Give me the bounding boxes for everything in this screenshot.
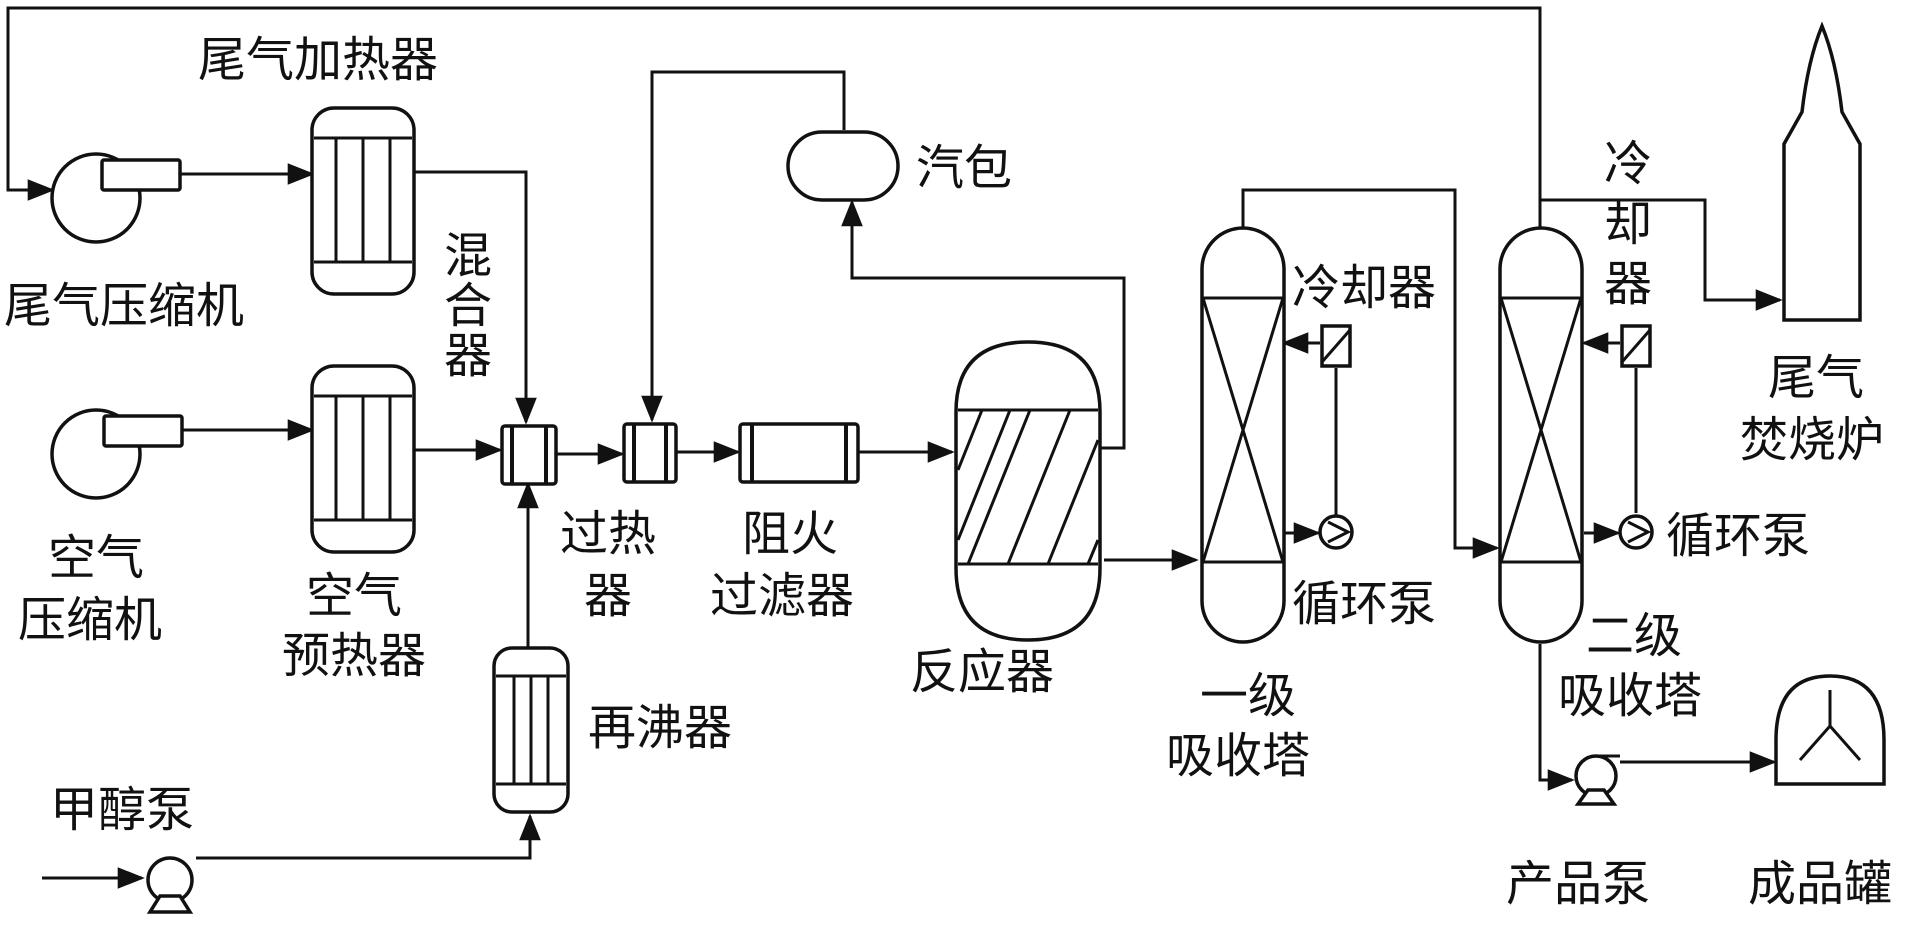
superheater-label-line-2: 器 [584,568,632,624]
cooler-2-label-char-1: 冷 [1604,136,1652,192]
product-pump-label: 产品泵 [1506,856,1650,912]
flame-filter-label-line-2: 过滤器 [710,568,854,624]
air-compressor [50,408,184,500]
product-tank-label: 成品罐 [1748,856,1892,912]
air-preheater-label-line-2: 预热器 [282,628,426,684]
cooler-2-label-char-3: 器 [1604,256,1652,312]
mixer-label-char-2: 合 [444,278,492,334]
circ-pump-2-label: 循环泵 [1666,508,1810,564]
flame-filter-label-line-1: 阻火 [742,506,838,562]
tail-gas-heater-label: 尾气加热器 [198,32,438,88]
incinerator-label-line-1: 尾气 [1768,350,1864,406]
absorber-column-2 [1498,226,1584,644]
steam-drum-label: 汽包 [916,140,1012,196]
product-tank [1774,674,1886,786]
incinerator-label-line-2: 焚烧炉 [1740,412,1884,468]
absorber-2-label-line-2: 吸收塔 [1558,668,1702,724]
circulation-pump-2 [1618,514,1654,550]
tail-gas-recycle-line [6,6,1542,232]
superheater-label-line-1: 过热 [560,506,656,562]
absorber-2-label-line-1: 二级 [1586,608,1682,664]
cooler-2-label-char-2: 却 [1604,196,1652,252]
product-pump [1574,754,1620,806]
methanol-pump-label: 甲醇泵 [50,782,194,838]
tail-gas-compressor-label: 尾气压缩机 [4,278,244,334]
reboiler-label: 再沸器 [588,700,732,756]
absorber-1-label-line-1: 一级 [1200,668,1296,724]
mixer [500,424,558,486]
mixer-label-char-1: 混 [444,228,492,284]
steam-drum-to-superheater-line [641,70,846,423]
steam-drum [786,130,900,202]
tail-gas-heater [310,106,416,296]
reboiler [492,646,570,814]
heater-to-mixer-line [415,170,537,425]
methanol-pump [146,856,194,914]
absorber-1-label-line-2: 吸收塔 [1166,728,1310,784]
absorber2-to-incinerator-line [1540,198,1783,311]
absorber1-to-absorber2-line [1241,188,1500,559]
tail-gas-incinerator [1782,21,1862,322]
circ-pump-1-label: 循环泵 [1292,576,1436,632]
reactor [954,340,1102,642]
cooler-2 [1620,324,1652,368]
absorber2-to-product-pump-line [1538,644,1575,791]
air-preheater-label-line-1: 空气 [306,568,402,624]
air-preheater [310,364,416,554]
air-compressor-label-line-1: 空气 [48,530,144,586]
mixer-label-char-3: 器 [444,328,492,384]
circulation-pump-1 [1318,514,1354,550]
labels: 尾气加热器 尾气压缩机 混 合 器 汽包 空气 压缩机 空气 预热器 过热 器 … [4,32,1892,912]
absorber-column-1 [1200,226,1286,644]
flame-arrester-filter [738,422,860,484]
reactor-to-steam-drum-line [841,199,1126,450]
pipe-network [6,6,1783,889]
air-compressor-label-line-2: 压缩机 [18,592,162,648]
cooler-1 [1320,324,1352,368]
cooler-1-label: 冷却器 [1292,260,1436,316]
methanol-pump-to-reboiler-line [196,813,541,860]
tail-gas-compressor [50,152,182,244]
reactor-label: 反应器 [910,644,1054,700]
superheater [622,422,678,484]
